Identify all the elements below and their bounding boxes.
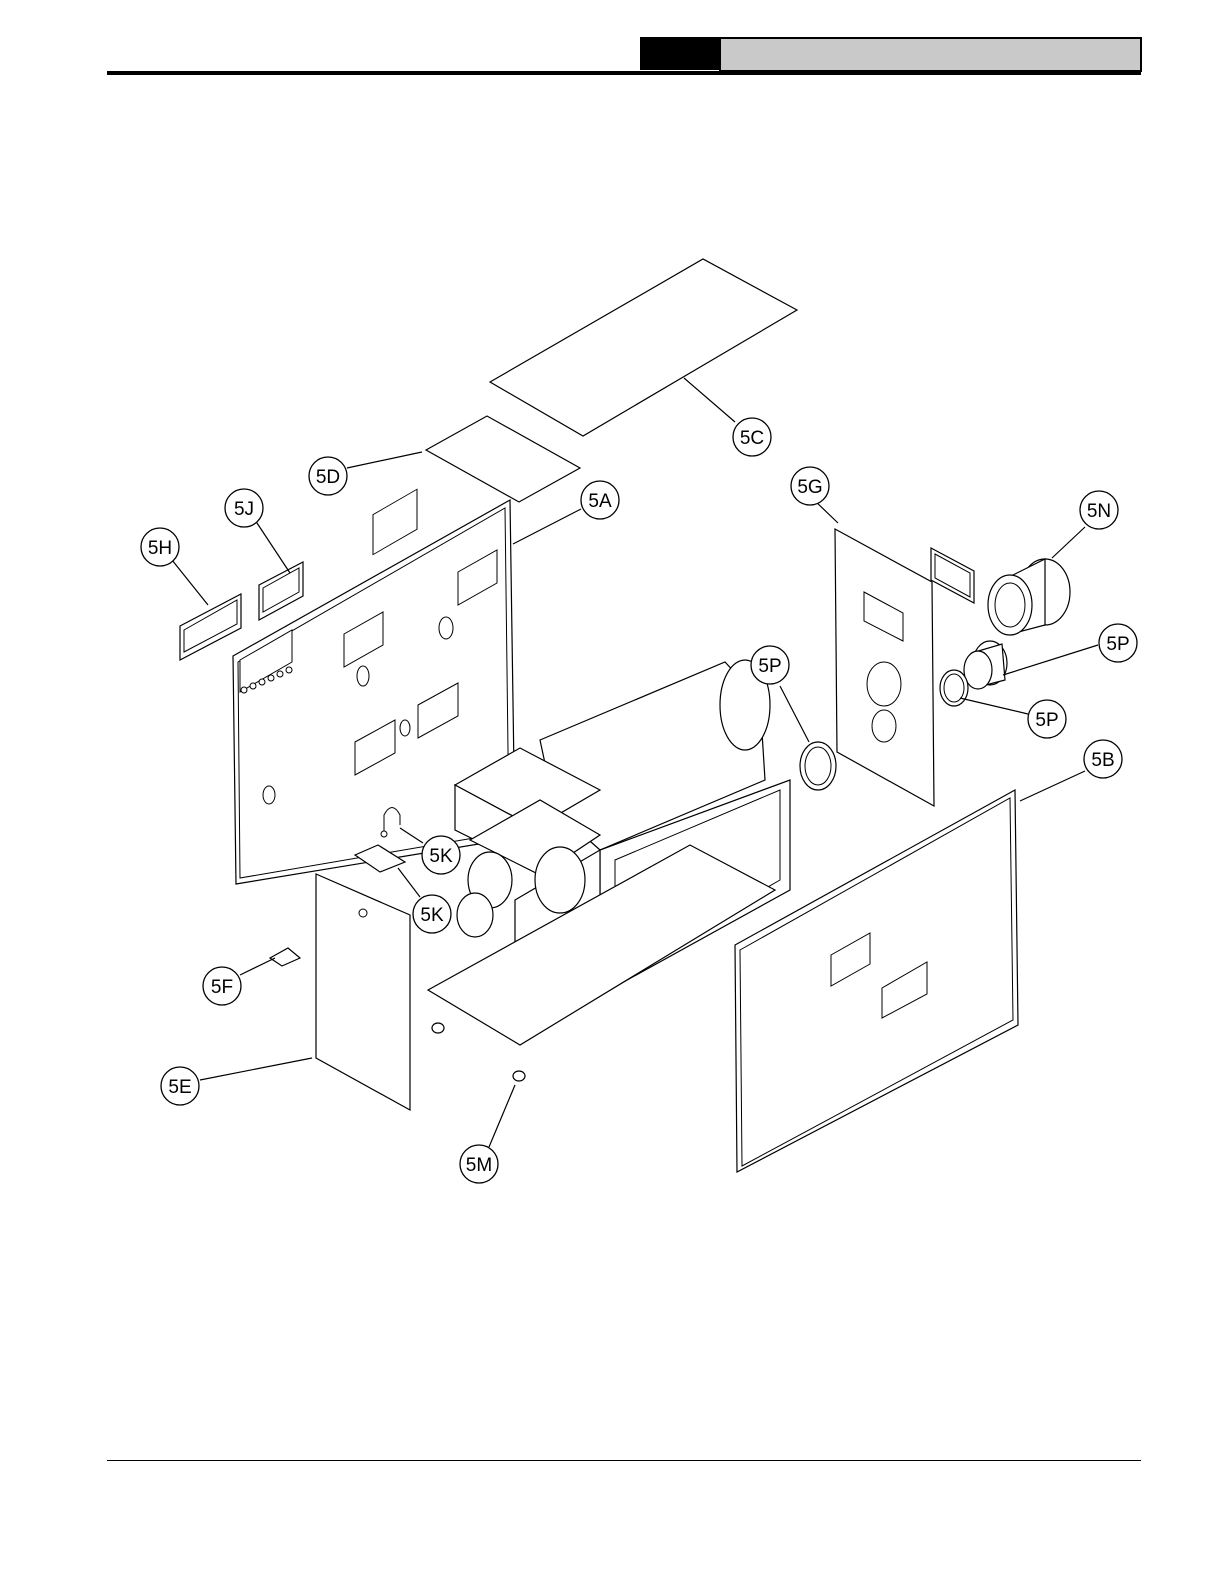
callout-5n: 5N	[1080, 491, 1118, 529]
svg-text:5N: 5N	[1087, 501, 1111, 522]
svg-text:5J: 5J	[234, 499, 254, 520]
callout-5d: 5D	[309, 457, 347, 495]
callout-5a: 5A	[581, 481, 619, 519]
svg-text:5C: 5C	[740, 428, 764, 449]
svg-text:5F: 5F	[211, 977, 233, 998]
svg-text:5B: 5B	[1091, 750, 1114, 771]
callout-5k-lower: 5K	[413, 895, 451, 933]
svg-text:5E: 5E	[168, 1077, 191, 1098]
callout-5h: 5H	[141, 528, 179, 566]
svg-text:5P: 5P	[1035, 710, 1058, 731]
callout-5f: 5F	[203, 967, 241, 1005]
callout-5p-top: 5P	[751, 646, 789, 684]
svg-text:5K: 5K	[420, 905, 444, 926]
svg-text:5P: 5P	[758, 656, 781, 677]
svg-text:5A: 5A	[588, 491, 612, 512]
callout-5g: 5G	[791, 467, 829, 505]
footer-rule	[107, 1460, 1141, 1461]
callout-5m: 5M	[460, 1145, 498, 1183]
callout-5p-middle: 5P	[1028, 700, 1066, 738]
svg-text:5M: 5M	[466, 1155, 492, 1176]
callout-5k-upper: 5K	[422, 836, 460, 874]
svg-text:5P: 5P	[1106, 634, 1129, 655]
callout-5j: 5J	[225, 489, 263, 527]
callout-5p-right: 5P	[1099, 624, 1137, 662]
svg-text:5H: 5H	[148, 538, 172, 559]
callout-5c: 5C	[733, 418, 771, 456]
svg-text:5K: 5K	[429, 846, 453, 867]
svg-text:5G: 5G	[797, 477, 822, 498]
callout-5e: 5E	[161, 1067, 199, 1105]
svg-text:5D: 5D	[316, 467, 340, 488]
callout-5b: 5B	[1084, 740, 1122, 778]
